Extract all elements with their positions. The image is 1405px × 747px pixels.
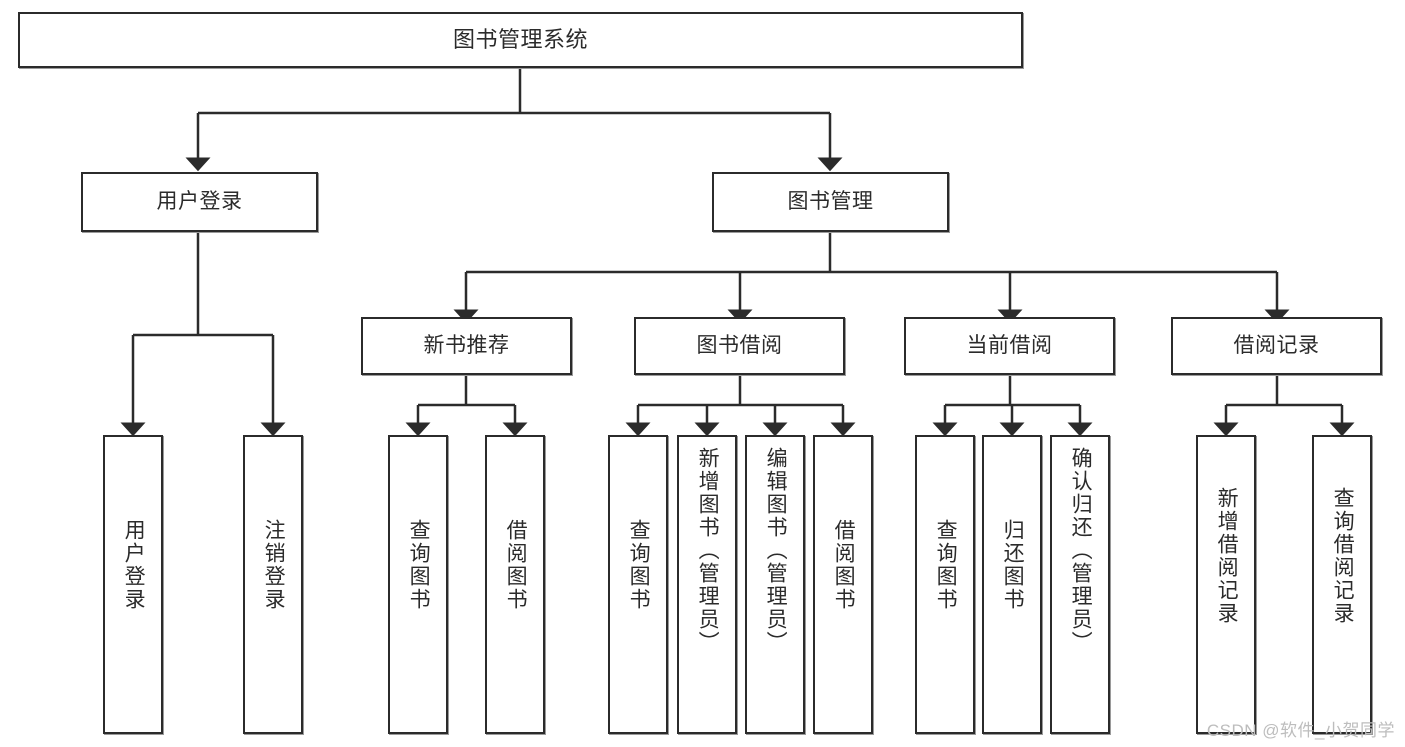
node-label: 编辑图书（管理员） <box>764 447 788 654</box>
leaf-query-book-recommend[interactable]: 查询图书 <box>388 435 448 734</box>
node-label: 注销登录 <box>262 519 286 611</box>
csdn-watermark: CSDN @软件_小贺同学 <box>1206 721 1395 740</box>
node-book-borrow[interactable]: 图书借阅 <box>634 317 845 375</box>
node-root-system[interactable]: 图书管理系统 <box>18 12 1023 68</box>
leaf-borrow-book[interactable]: 借阅图书 <box>813 435 873 734</box>
node-label: 查询借阅记录 <box>1331 487 1355 625</box>
node-current-borrow[interactable]: 当前借阅 <box>904 317 1115 375</box>
leaf-query-book-borrow[interactable]: 查询图书 <box>608 435 668 734</box>
leaf-borrow-book-recommend[interactable]: 借阅图书 <box>485 435 545 734</box>
node-label: 新增借阅记录 <box>1215 487 1239 625</box>
leaf-return-book[interactable]: 归还图书 <box>982 435 1042 734</box>
node-label: 查询图书 <box>627 519 651 611</box>
node-label: 归还图书 <box>1001 519 1025 611</box>
node-label: 查询图书 <box>407 519 431 611</box>
node-borrow-record[interactable]: 借阅记录 <box>1171 317 1382 375</box>
node-label: 借阅图书 <box>832 519 856 611</box>
node-label: 图书管理系统 <box>452 27 588 53</box>
leaf-confirm-return-admin[interactable]: 确认归还（管理员） <box>1050 435 1110 734</box>
leaf-edit-book-admin[interactable]: 编辑图书（管理员） <box>745 435 805 734</box>
node-label: 用户登录 <box>156 189 243 213</box>
leaf-add-book-admin[interactable]: 新增图书（管理员） <box>677 435 737 734</box>
node-label: 当前借阅 <box>966 333 1053 357</box>
leaf-add-borrow-record[interactable]: 新增借阅记录 <box>1196 435 1256 734</box>
leaf-user-login[interactable]: 用户登录 <box>103 435 163 734</box>
node-label: 新书推荐 <box>423 333 510 357</box>
node-book-management[interactable]: 图书管理 <box>712 172 949 232</box>
node-label: 借阅图书 <box>504 519 528 611</box>
node-label: 查询图书 <box>934 519 958 611</box>
node-label: 图书管理 <box>787 189 874 213</box>
node-label: 用户登录 <box>122 519 146 611</box>
node-label: 借阅记录 <box>1233 333 1320 357</box>
leaf-logout-login[interactable]: 注销登录 <box>243 435 303 734</box>
leaf-query-book-current[interactable]: 查询图书 <box>915 435 975 734</box>
leaf-query-borrow-record[interactable]: 查询借阅记录 <box>1312 435 1372 734</box>
node-new-book-recommend[interactable]: 新书推荐 <box>361 317 572 375</box>
node-user-login[interactable]: 用户登录 <box>81 172 318 232</box>
node-label: 新增图书（管理员） <box>696 447 720 654</box>
node-label: 确认归还（管理员） <box>1069 447 1093 654</box>
node-label: 图书借阅 <box>696 333 783 357</box>
